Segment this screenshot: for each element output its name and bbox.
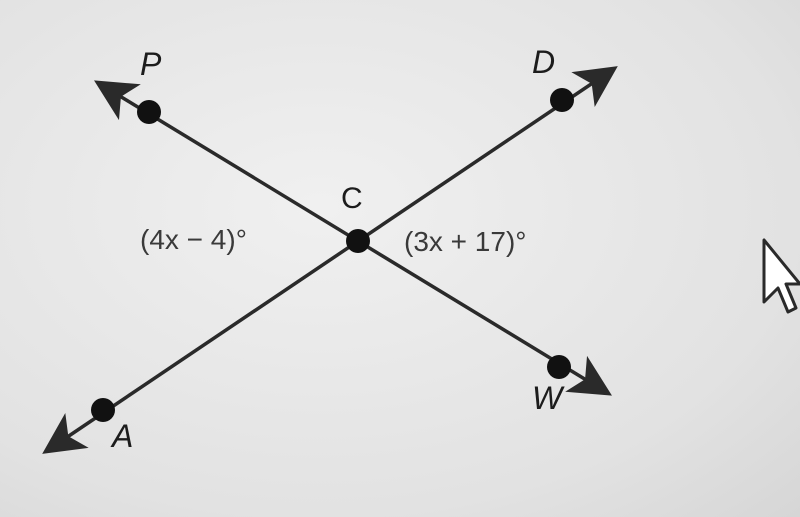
point-p-label: P [140,46,162,82]
angle-right-label: (3x + 17)° [404,226,527,257]
point-p-dot [137,100,161,124]
point-a-dot [91,398,115,422]
point-w-dot [547,355,571,379]
mouse-pointer-icon [762,238,800,314]
point-c-dot [346,229,370,253]
line-ad [42,66,618,454]
point-d-dot [550,88,574,112]
angle-left-label: (4x − 4)° [140,224,247,255]
point-a-label: A [112,418,134,454]
point-d-label: D [532,44,556,80]
point-c-label: C [341,182,363,215]
point-w-label: W [532,380,563,416]
